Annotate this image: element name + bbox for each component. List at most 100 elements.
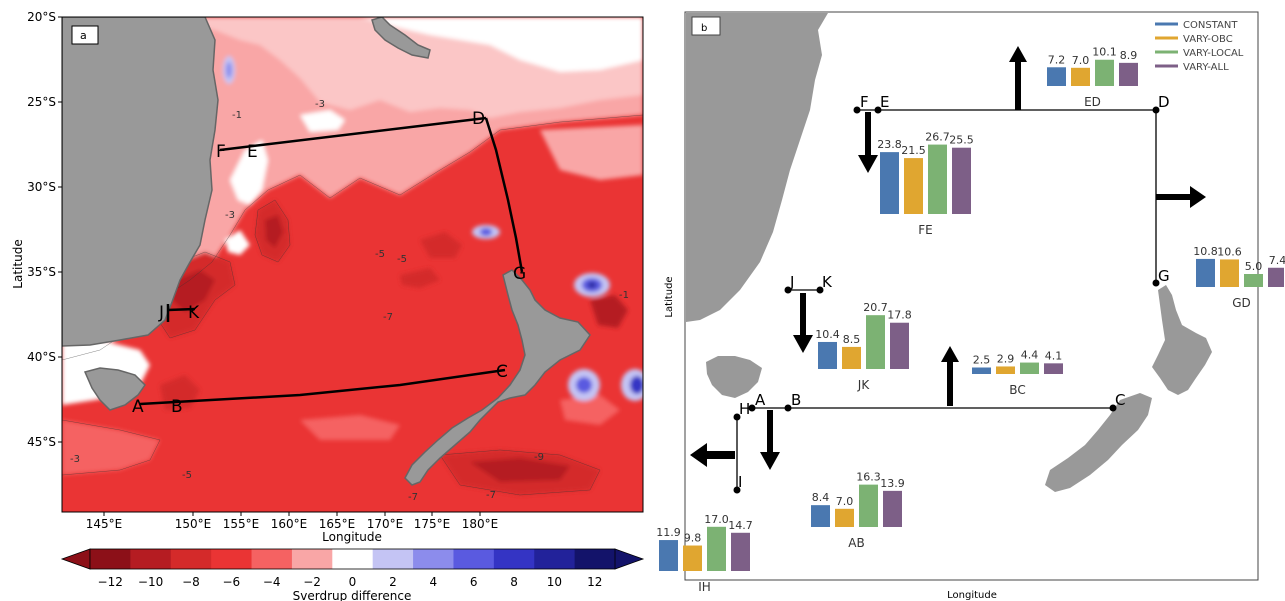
bar-value-label: 4.4 [1021, 349, 1039, 362]
panel-b-xlabel: Longitude [947, 590, 997, 601]
colorbar-cell [453, 549, 495, 569]
bar-value-label: 17.8 [887, 309, 912, 322]
bar-value-label: 10.8 [1193, 245, 1218, 258]
new-caledonia-land [371, 17, 431, 59]
bar-value-label: 9.8 [684, 532, 702, 545]
colorbar-cell [534, 549, 576, 569]
transect-jk [167, 307, 196, 312]
contour-label: -3 [225, 210, 235, 221]
bar-value-label: 8.4 [812, 491, 830, 504]
bar-value-label: 23.8 [877, 138, 902, 151]
bar-group-label: FE [918, 223, 932, 237]
bar-group-label: BC [1009, 383, 1025, 397]
b-label-d: D [1158, 93, 1170, 111]
bar-value-label: 10.1 [1092, 46, 1117, 59]
contour-label: -3 [70, 454, 80, 465]
arrow-ed-north [1009, 46, 1027, 110]
contour-label: -1 [232, 110, 242, 121]
bar [659, 540, 678, 571]
colorbar-tick-label: 6 [470, 575, 478, 589]
colorbar-cell [332, 549, 374, 569]
bar [972, 367, 991, 374]
bar-group-label: GD [1232, 296, 1251, 310]
colorbar-cell [574, 549, 616, 569]
panel-b-land [686, 13, 1212, 492]
bar-group-label: IH [698, 580, 711, 594]
bar [866, 315, 885, 369]
bar-value-label: 21.5 [901, 144, 926, 157]
longitude-tick-label: 165°E [319, 517, 356, 531]
arrow-jk-south [793, 293, 813, 353]
transect-fd [219, 116, 487, 152]
bar [1220, 259, 1239, 287]
panel-b-points [733, 106, 1160, 494]
point-label-d: D [472, 109, 485, 129]
panel-b-ylabel: Latitude [664, 276, 675, 317]
bar [928, 144, 947, 214]
b-label-g: G [1158, 267, 1170, 285]
colorbar-tick-label: 10 [547, 575, 562, 589]
bar-value-label: 10.4 [815, 328, 840, 341]
colorbar-tick-label: 4 [429, 575, 437, 589]
longitude-tick-label: 160°E [271, 517, 308, 531]
colorbar-tick-label: −10 [138, 575, 163, 589]
colorbar-tick-label: −4 [263, 575, 281, 589]
bar-value-label: 7.2 [1048, 53, 1066, 66]
arrow-gd-east [1156, 186, 1206, 208]
bar [1071, 67, 1090, 86]
bar-value-label: 8.5 [843, 333, 861, 346]
colorbar-tick-label: −8 [182, 575, 200, 589]
contour-label: -5 [397, 254, 407, 265]
bar [707, 526, 726, 571]
contour-label: -5 [182, 470, 192, 481]
australia-land [62, 17, 219, 347]
bar [818, 341, 837, 369]
colorbar-cell [170, 549, 212, 569]
bar [880, 152, 899, 214]
transect-lines [139, 116, 524, 406]
bar-value-label: 7.4 [1269, 254, 1285, 267]
colorbar-cell [211, 549, 253, 569]
legend-label: VARY-OBC [1183, 34, 1233, 45]
latitude-tick-label: 45°S [27, 435, 56, 449]
latitude-tick-label: 35°S [27, 265, 56, 279]
colorbar-tick-label: −6 [222, 575, 240, 589]
longitude-tick-label: 150°E [175, 517, 212, 531]
transect-dg [484, 117, 524, 273]
bar-value-label: 4.1 [1045, 349, 1063, 362]
latitude-ticks: 20°S25°S30°S35°S40°S45°S [27, 10, 62, 449]
panel-b-map: F E D G J K A B C H I b CONSTANTVARY-OBC… [656, 11, 1285, 601]
panel-b-tasmania-land [706, 356, 762, 398]
colorbar-cell [291, 549, 333, 569]
legend-label: VARY-ALL [1183, 62, 1229, 73]
arrow-ab-south [760, 410, 780, 470]
point-label-a: A [132, 397, 144, 417]
transect-ac [139, 368, 506, 406]
contour-label: -9 [534, 452, 544, 463]
bar-value-label: 16.3 [856, 471, 881, 484]
tasmania-land [83, 367, 146, 411]
panel-a-xlabel: Longitude [322, 530, 382, 544]
bar-value-label: 20.7 [863, 301, 888, 314]
bar-value-label: 11.9 [656, 526, 681, 539]
contour-labels: -3-1-3-5-5-7-9-3-5-7-7-1 [70, 99, 629, 503]
bar-value-label: 10.6 [1217, 245, 1242, 258]
b-label-j: J [789, 273, 794, 291]
bar-value-label: 5.0 [1245, 260, 1263, 273]
contour-label: -5 [375, 249, 385, 260]
b-label-a: A [755, 391, 766, 409]
colorbar-tick-label: −2 [303, 575, 321, 589]
colorbar-tick-label: 8 [510, 575, 518, 589]
transport-arrows [690, 46, 1206, 470]
bar [996, 366, 1015, 374]
bar [1020, 362, 1039, 374]
